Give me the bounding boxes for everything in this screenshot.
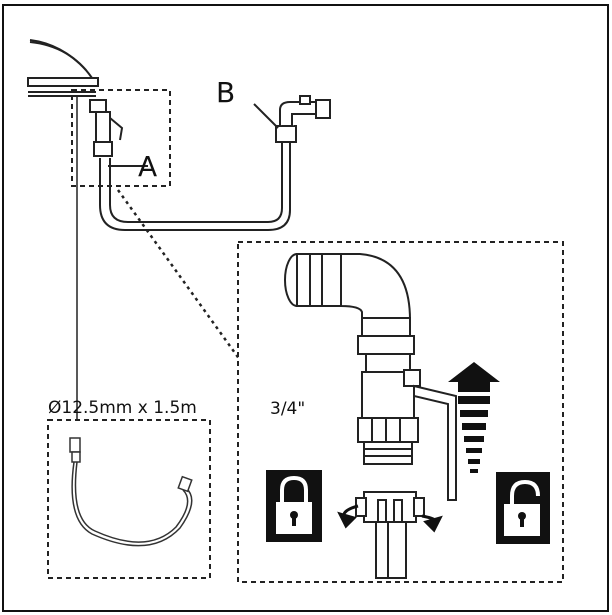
tank-dome (27, 39, 99, 97)
arrow-up-icon (448, 362, 500, 473)
valve-a (89, 99, 148, 167)
label-b: B (216, 76, 236, 109)
detail-connector (116, 189, 242, 361)
diagram-border (2, 4, 609, 612)
label-a: A (138, 150, 158, 183)
detail-box-hose (47, 419, 211, 579)
lock-closed-icon (266, 470, 322, 542)
elbow-fitting (284, 253, 415, 355)
ball-valve (357, 353, 457, 501)
detail-box-a (71, 89, 171, 187)
thread-size-label: 3/4" (270, 399, 306, 419)
hose (69, 437, 193, 547)
lock-open-icon (496, 472, 550, 544)
pipe (99, 140, 291, 231)
hose-spec-label: Ø12.5mm x 1.5m (48, 398, 197, 418)
threaded-coupling (355, 491, 425, 579)
rotate-arrows-icon (337, 504, 443, 533)
detail-box-valve (237, 241, 564, 583)
tap-b (253, 95, 331, 143)
